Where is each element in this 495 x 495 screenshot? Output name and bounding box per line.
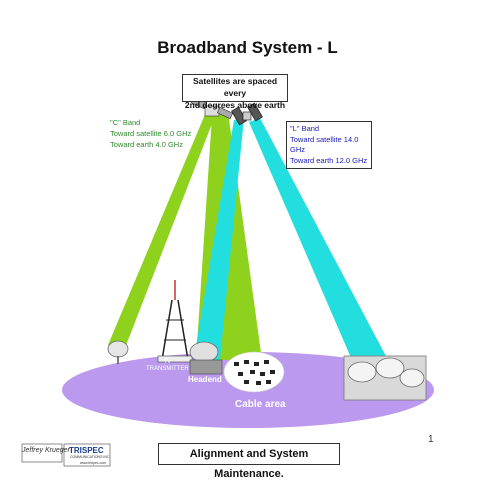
footer-caption: Alignment and System Maintenance. [158,443,340,480]
c-band-name: "C" Band [110,118,141,127]
page-title: Broadband System - L [157,38,338,57]
l-band-downlink: Toward earth 12.0 GHz [290,155,368,165]
tv-transmitter-label: TV TRANSMITTER [146,359,189,373]
headend-dish-icon [189,341,223,375]
l-band-label: "L" Band Toward satellite 14.0 GHz Towar… [286,121,372,169]
c-band-downlink: Toward earth 4.0 GHz [110,140,183,149]
l-band-uplink: Toward satellite 14.0 GHz [290,134,359,155]
tv-transmitter-tower-icon [157,280,193,363]
trispec-logo-icon [21,443,111,467]
c-band-uplink-beam [108,112,215,348]
satellite-note-line-2: 2nd degrees above earth [184,100,286,110]
l-band-downlink-beam [194,118,244,360]
page-number: 1 [428,434,434,445]
headend-label: Headend [188,375,222,384]
logo-subtitle: COMMUNICATIONS INC [70,455,110,459]
logo-url: www.trispec.com [80,461,107,465]
l-band-earth-station-icon [343,355,427,401]
l-band-satellite-icon [231,102,263,126]
c-band-uplink: Toward satellite 6.0 GHz [110,129,192,138]
tv-transmitter-label-line-2: TRANSMITTER [146,366,189,372]
c-band-dish-icon [107,340,129,364]
logo-brand: TRISPEC [69,446,104,455]
satellite-note-line-1: Satellites are spaced every [192,76,278,98]
l-band-uplink-beam [249,118,388,360]
l-band-name: "L" Band [290,124,320,133]
logo-signature: Jeffrey Krueger [22,447,70,454]
satellite-spacing-note: Satellites are spaced every 2nd degrees … [182,74,288,110]
c-band-label: "C" Band Toward satellite 6.0 GHz Toward… [110,117,191,150]
tv-transmitter-label-line-1: TV [163,359,172,365]
cable-area-label: Cable area [235,399,286,410]
cable-area-homes-icon [223,351,285,393]
